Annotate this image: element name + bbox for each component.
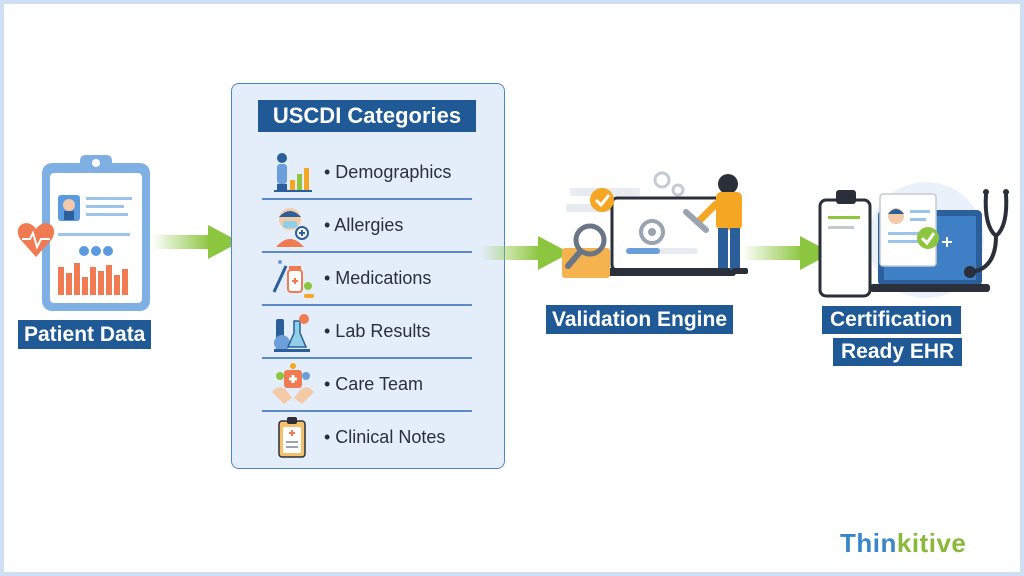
category-label: • Care Team [324,374,424,394]
uscdi-categories-panel [231,83,505,469]
divider [262,198,472,200]
arrow-validation-to-ehr [742,236,832,270]
logo-part1: Thin [840,528,897,558]
ehr-illustration [818,182,1009,298]
certification-ready-ehr-label: Certification [822,306,961,334]
divider [262,304,472,306]
medications-icon [272,259,314,298]
divider [262,357,472,359]
category-medications: • Medications [262,252,472,305]
category-label: • Lab Results [324,321,431,341]
category-care-team: • Care Team [262,358,472,411]
divider [262,251,472,253]
validation-engine-illustration [562,171,748,278]
lab-results-icon [274,313,310,352]
certification-line2: Ready EHR [841,340,955,363]
panel-title: USCDI Categories [258,100,476,132]
category-lab-results: • Lab Results [262,305,472,358]
validation-engine-label: Validation Engine [546,305,734,334]
category-clinical-notes: • Clinical Notes [262,411,472,464]
category-label: • Demographics [324,162,452,182]
demographics-icon [274,152,312,192]
arrow-patient-to-panel [152,225,240,259]
category-demographics: • Demographics [262,146,472,199]
certification-ready-ehr-label-line2: Ready EHR [833,338,963,366]
clinical-notes-icon [278,416,306,458]
patient-data-label: Patient Data [18,320,152,349]
allergies-icon [276,207,309,247]
category-allergies: • Allergies [262,199,472,252]
care-team-icon [272,362,314,404]
logo-part2: kitive [896,528,967,558]
category-label: • Medications [324,268,432,288]
patient-clipboard-illustration [17,155,150,311]
arrow-panel-to-validation [480,236,570,270]
certification-line1: Certification [830,308,953,331]
thinkitive-logo: Thinkitive [840,528,966,559]
divider [262,410,472,412]
category-label: • Clinical Notes [324,427,446,447]
category-label: • Allergies [324,215,404,235]
